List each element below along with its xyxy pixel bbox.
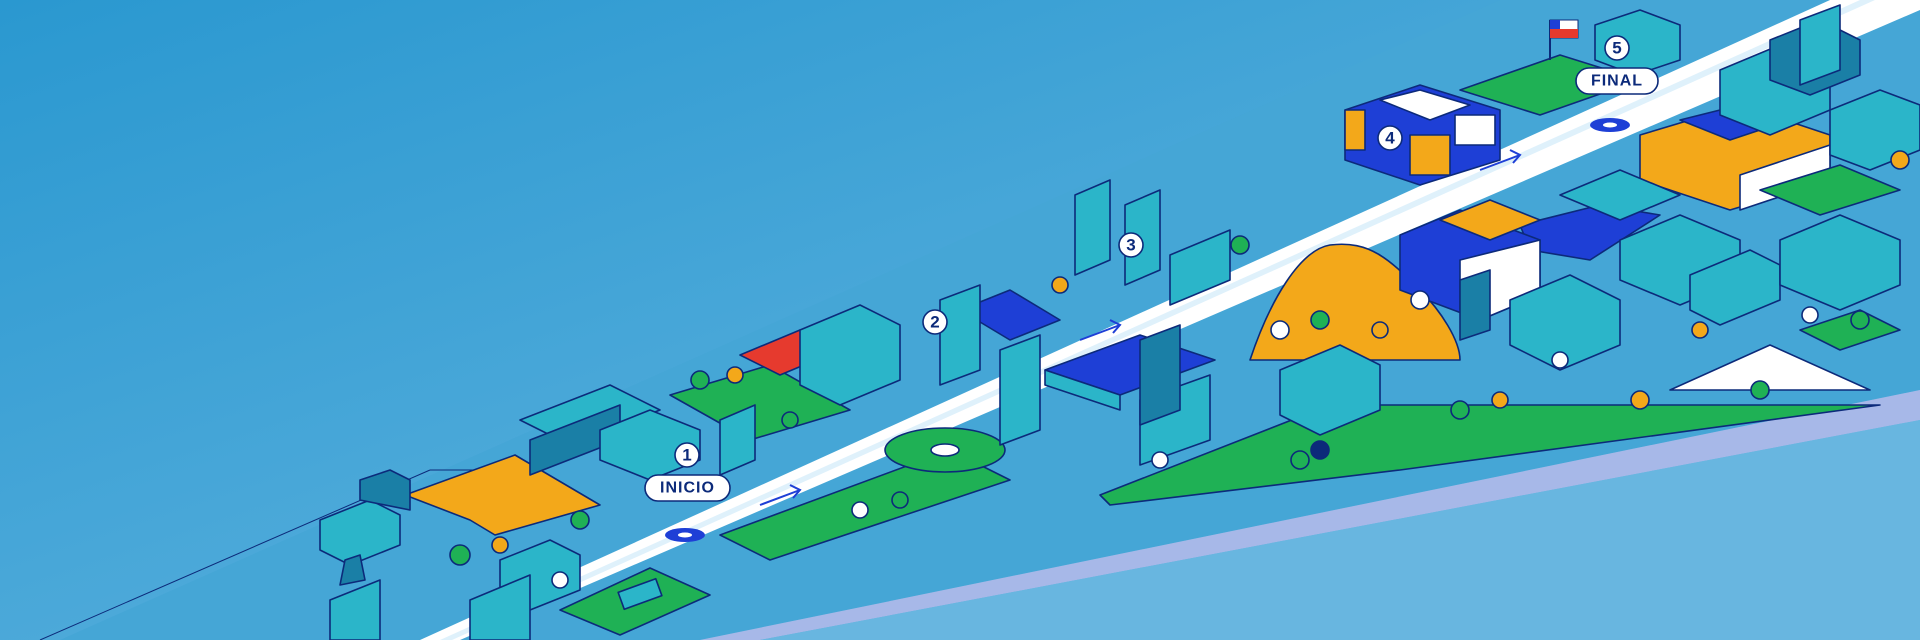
marker-1-number: 1 [682, 446, 691, 465]
marker-1-badge[interactable] [674, 442, 700, 468]
marker-4-badge[interactable] [1377, 125, 1403, 151]
chile-flag-icon [1549, 19, 1579, 60]
river-band [700, 390, 1920, 640]
stop-pin-end-center [1603, 122, 1617, 128]
route-arrows [759, 149, 1522, 506]
gas-station-side [1044, 369, 1121, 411]
yellow-plaza [404, 454, 601, 536]
marker-1-label-pill[interactable] [644, 474, 731, 502]
shore [760, 420, 1920, 640]
buildings-center [799, 179, 1381, 466]
buildings-left [319, 384, 756, 640]
yellow-hill [1249, 243, 1461, 361]
congress-building [1344, 84, 1501, 186]
marker-5-label: FINAL [1591, 73, 1643, 90]
marker-2[interactable]: 2 [922, 309, 948, 335]
marker-3[interactable]: 3 [1118, 232, 1144, 258]
marker-5-badge[interactable] [1604, 35, 1630, 61]
reflecting-pool [959, 289, 1061, 341]
marker-1[interactable]: 1 INICIO [644, 442, 731, 502]
trees [449, 150, 1910, 589]
marker-2-number: 2 [930, 313, 939, 332]
marker-3-number: 3 [1126, 236, 1135, 255]
marker-5[interactable]: 5 FINAL [1575, 35, 1659, 95]
marker-5-label-pill[interactable] [1575, 67, 1659, 95]
lawn-right [1759, 164, 1901, 216]
roundabout-center [930, 443, 960, 457]
marker-3-badge[interactable] [1118, 232, 1144, 258]
pool [617, 577, 663, 611]
marker-1-label: INICIO [660, 480, 715, 497]
marker-2-badge[interactable] [922, 309, 948, 335]
lawn-far-right [1799, 309, 1901, 351]
marker-5-number: 5 [1612, 39, 1621, 58]
white-plaza [1669, 344, 1871, 391]
marker-4[interactable]: 4 [1377, 125, 1403, 151]
stop-pin-start-center [678, 532, 692, 538]
marker-4-number: 4 [1385, 129, 1395, 148]
